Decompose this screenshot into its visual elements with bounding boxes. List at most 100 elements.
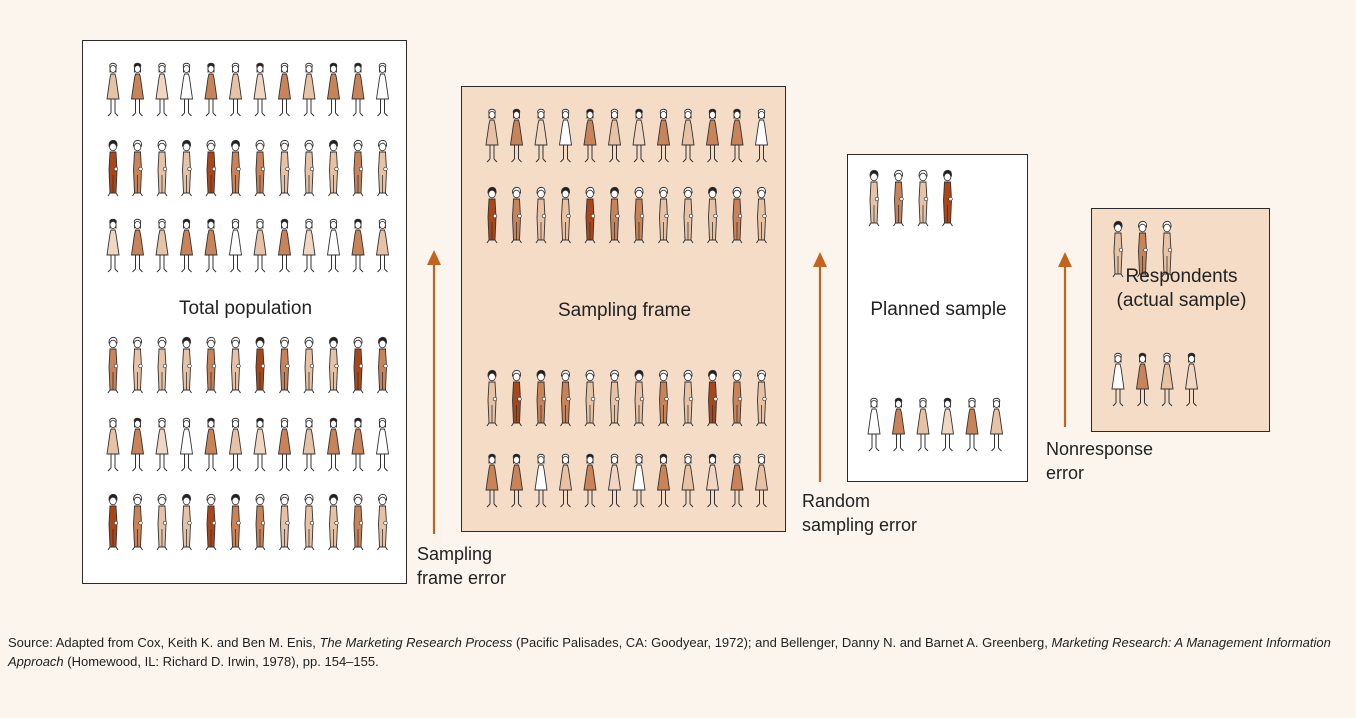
- person-icon: [106, 62, 120, 117]
- female-figures-row: [485, 453, 769, 508]
- person-icon: [279, 139, 290, 197]
- total-population-label: Total population: [178, 298, 313, 319]
- source-text-3: (Homewood, IL: Richard D. Irwin, 1978), …: [63, 654, 379, 669]
- person-icon: [707, 186, 718, 244]
- person-icon: [352, 139, 364, 197]
- person-icon: [204, 218, 218, 273]
- person-icon: [254, 336, 266, 394]
- female-figures-row: [106, 417, 390, 472]
- person-icon: [534, 453, 548, 508]
- person-icon: [277, 218, 292, 273]
- person-icon: [351, 417, 365, 472]
- person-icon: [156, 139, 168, 197]
- person-icon: [230, 336, 241, 394]
- person-icon: [1111, 352, 1125, 407]
- person-icon: [730, 108, 744, 163]
- person-icon: [377, 139, 388, 197]
- figure-row: [105, 139, 406, 203]
- male-figures-row: [1112, 220, 1173, 278]
- figure-row: [866, 169, 1027, 233]
- planned-sample-panel: Planned sample: [847, 154, 1028, 482]
- person-icon: [205, 493, 217, 551]
- person-icon: [253, 62, 267, 117]
- male-figures-row: [107, 493, 388, 551]
- person-icon: [868, 169, 880, 227]
- source-title-1: The Marketing Research Process: [319, 635, 513, 650]
- person-icon: [132, 493, 143, 551]
- person-icon: [205, 336, 217, 394]
- person-icon: [179, 218, 194, 273]
- person-icon: [1184, 352, 1199, 407]
- person-icon: [754, 453, 769, 508]
- person-icon: [632, 453, 646, 508]
- female-figures-row: [485, 108, 769, 163]
- sampling-frame-panel: Sampling frame: [461, 86, 786, 532]
- person-icon: [375, 417, 390, 472]
- person-icon: [486, 186, 498, 244]
- person-icon: [377, 493, 388, 551]
- figure-row: [105, 217, 406, 281]
- person-icon: [107, 139, 119, 197]
- total-population-panel: Total population: [82, 40, 407, 584]
- figure-row: [1110, 351, 1269, 415]
- person-icon: [277, 417, 292, 472]
- planned-sample-label: Planned sample: [870, 299, 1007, 320]
- figure-row: [484, 452, 785, 516]
- person-icon: [326, 62, 341, 117]
- person-icon: [682, 369, 694, 427]
- person-icon: [940, 397, 955, 452]
- male-figures-row: [486, 186, 767, 244]
- person-icon: [584, 369, 596, 427]
- person-icon: [917, 169, 929, 227]
- figure-row: [105, 61, 406, 125]
- person-icon: [535, 186, 547, 244]
- person-icon: [155, 417, 169, 472]
- person-icon: [253, 417, 267, 472]
- person-icon: [509, 453, 524, 508]
- person-icon: [279, 336, 290, 394]
- person-icon: [156, 493, 168, 551]
- person-icon: [656, 108, 671, 163]
- person-icon: [155, 62, 169, 117]
- person-icon: [326, 218, 341, 273]
- person-icon: [1161, 220, 1173, 278]
- person-icon: [302, 417, 316, 472]
- person-icon: [916, 397, 930, 452]
- person-icon: [681, 108, 695, 163]
- person-icon: [560, 369, 571, 427]
- person-icon: [328, 336, 339, 394]
- source-text-2: (Pacific Palisades, CA: Goodyear, 1972);…: [512, 635, 1052, 650]
- person-icon: [989, 397, 1004, 452]
- figure-row: [1110, 220, 1269, 284]
- person-icon: [1135, 352, 1150, 407]
- person-icon: [328, 139, 339, 197]
- person-icon: [181, 493, 192, 551]
- person-icon: [130, 417, 145, 472]
- person-icon: [560, 186, 571, 244]
- person-icon: [607, 453, 622, 508]
- female-figures-row: [106, 62, 390, 117]
- person-icon: [485, 108, 499, 163]
- person-icon: [204, 62, 218, 117]
- person-icon: [607, 108, 622, 163]
- female-figures-row: [1111, 352, 1199, 407]
- person-icon: [254, 493, 266, 551]
- person-icon: [181, 139, 192, 197]
- person-icon: [705, 453, 720, 508]
- person-icon: [756, 369, 767, 427]
- person-icon: [302, 218, 316, 273]
- person-icon: [352, 493, 364, 551]
- person-icon: [204, 417, 218, 472]
- person-icon: [942, 169, 953, 227]
- person-icon: [583, 453, 597, 508]
- person-icon: [511, 186, 522, 244]
- person-icon: [609, 369, 620, 427]
- person-icon: [558, 453, 573, 508]
- male-figures-row: [486, 369, 767, 427]
- person-icon: [377, 336, 388, 394]
- person-icon: [632, 108, 646, 163]
- person-icon: [681, 453, 695, 508]
- person-icon: [511, 369, 522, 427]
